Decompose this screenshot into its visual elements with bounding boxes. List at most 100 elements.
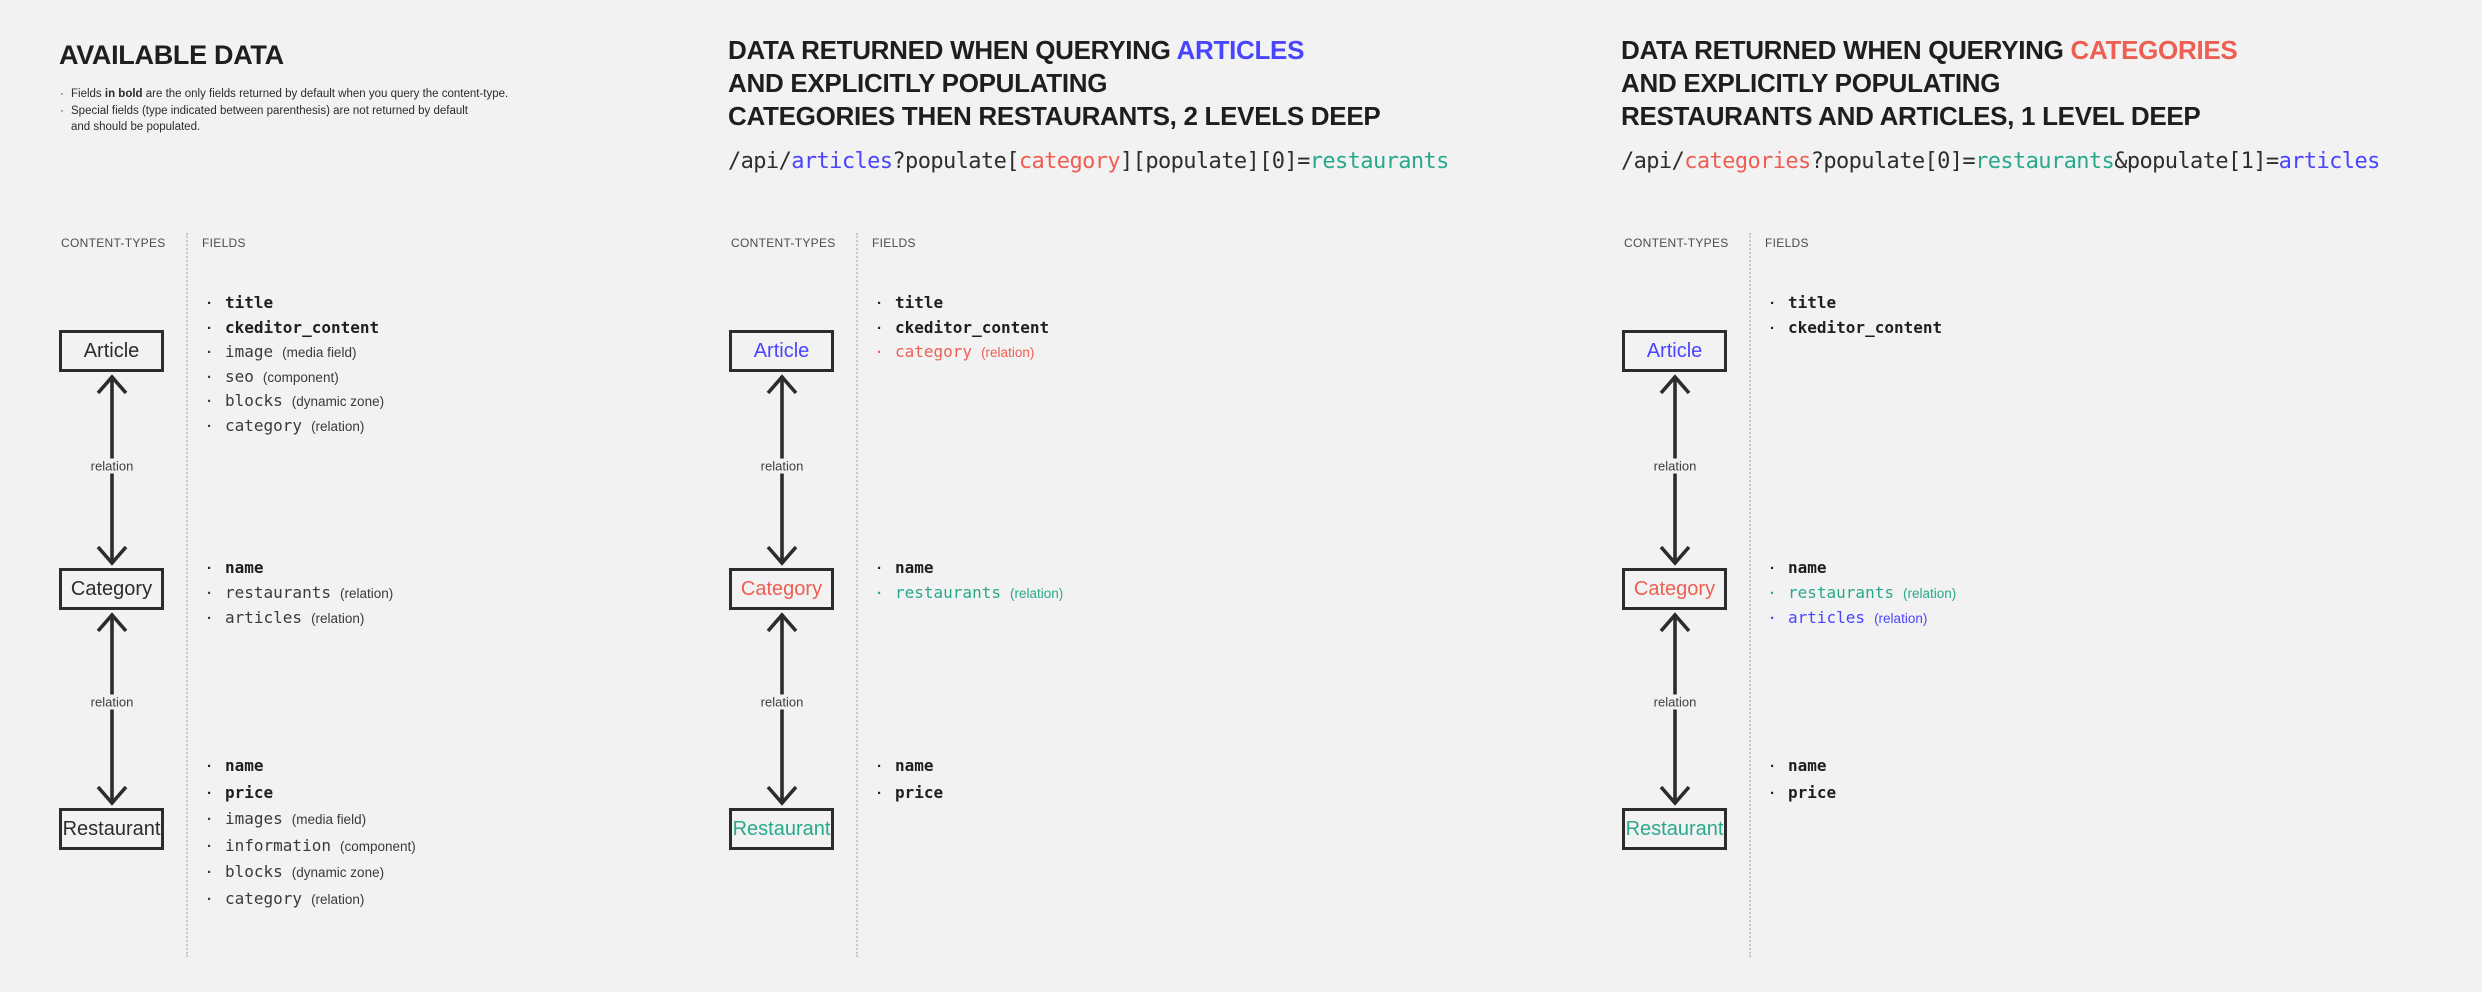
bullet-icon: ·: [60, 104, 64, 117]
restaurant-fields: ·name ·price: [877, 753, 943, 806]
bullet-icon: ·: [877, 319, 882, 337]
fields-label: FIELDS: [872, 236, 916, 250]
bullet-icon: ·: [1770, 610, 1775, 627]
field-name: price: [895, 782, 944, 802]
field-row: ·ckeditor_content: [207, 316, 384, 341]
field-row: ·category(relation): [207, 414, 384, 439]
field-type: (relation): [1902, 586, 1957, 601]
field-row: ·seo(component): [207, 365, 384, 390]
field-name: images: [225, 809, 283, 828]
field-name: price: [1788, 782, 1837, 802]
field-row: ·restaurants(relation): [877, 581, 1063, 606]
bullet-icon: ·: [207, 864, 212, 881]
field-type: (media field): [282, 345, 357, 360]
field-type: (dynamic zone): [291, 865, 385, 880]
bullet-icon: ·: [207, 393, 212, 410]
field-row: ·articles(relation): [1770, 606, 1956, 631]
content-types-label: CONTENT-TYPES: [61, 236, 166, 250]
field-name: articles: [225, 608, 303, 627]
field-name: restaurants: [895, 583, 1001, 602]
category-box: Category: [59, 568, 164, 610]
query-categories-column: DATA RETURNED WHEN QUERYING CATEGORIES A…: [1620, 0, 2475, 992]
field-name: title: [895, 293, 944, 312]
bullet-icon: ·: [207, 368, 212, 386]
bullet-icon: ·: [207, 319, 212, 337]
bullet-icon: ·: [60, 88, 64, 100]
fields-label: FIELDS: [202, 236, 246, 250]
category-box: Category: [729, 568, 834, 610]
field-type: (media field): [291, 812, 367, 827]
category-box: Category: [1622, 568, 1727, 610]
bullet-icon: ·: [207, 417, 212, 435]
field-name: information: [225, 835, 331, 855]
field-type: (relation): [311, 891, 365, 907]
field-type: (relation): [981, 345, 1035, 360]
heading-highlight: ARTICLES: [1176, 35, 1305, 65]
restaurant-fields: ·name · price: [1770, 753, 1836, 806]
field-name: price: [225, 782, 274, 802]
note-item: · Special fields (type indicated between…: [60, 103, 620, 136]
restaurant-box: Restaurant: [59, 808, 164, 850]
field-row: ·name: [877, 753, 943, 780]
field-row: · ckeditor_content: [1770, 316, 1942, 341]
api-path: /api/articles?populate[category][populat…: [728, 149, 1449, 174]
api-path: /api/categories?populate[0]=restaurants&…: [1621, 149, 2380, 174]
field-name: articles: [1788, 608, 1866, 627]
bullet-icon: ·: [1770, 295, 1775, 312]
field-row: ·name: [1770, 753, 1836, 780]
field-row: ·restaurants(relation): [1770, 581, 1956, 606]
field-name: restaurants: [1788, 583, 1894, 602]
article-box: Article: [59, 330, 164, 372]
content-types-label: CONTENT-TYPES: [1624, 236, 1729, 250]
bullet-icon: ·: [1770, 319, 1775, 337]
bullet-icon: ·: [207, 890, 212, 908]
field-name: name: [895, 558, 934, 577]
relation-label: relation: [87, 694, 137, 710]
relation-label: relation: [87, 458, 137, 474]
column-heading: DATA RETURNED WHEN QUERYING CATEGORIES A…: [1621, 35, 2238, 131]
notes-list: · Fields in bold are the only fields ret…: [60, 86, 620, 136]
field-name: image: [225, 342, 274, 361]
category-fields: ·name ·restaurants(relation): [877, 556, 1063, 606]
field-name: category: [895, 342, 973, 361]
field-row: ·image(media field): [207, 340, 384, 365]
field-row: ·restaurants(relation): [207, 581, 393, 606]
heading-highlight: CATEGORIES: [2070, 35, 2238, 65]
dotted-separator: [856, 233, 858, 957]
field-type: (component): [339, 838, 416, 854]
bullet-icon: ·: [207, 811, 212, 828]
field-row: · ckeditor_content: [877, 316, 1049, 341]
field-row: ·category(relation): [207, 886, 416, 913]
field-row: ·price: [877, 780, 943, 807]
field-row: ·name: [1770, 556, 1956, 581]
field-name: name: [1788, 558, 1827, 577]
bullet-icon: ·: [1770, 784, 1775, 802]
note-text: Special fields (type indicated between p…: [71, 104, 468, 134]
bullet-icon: ·: [877, 585, 882, 602]
field-row: ·name: [207, 753, 416, 780]
restaurant-fields: ·name ·price ·images(media field) ·infor…: [207, 753, 416, 912]
field-row: ·title: [877, 291, 1049, 316]
field-name: name: [225, 756, 264, 775]
bullet-icon: ·: [207, 610, 212, 627]
column-title: AVAILABLE DATA: [59, 40, 284, 70]
bullet-icon: ·: [877, 344, 882, 361]
field-name: ckeditor_content: [1788, 317, 1943, 337]
available-data-column: AVAILABLE DATA · Fields in bold are the …: [57, 0, 707, 992]
relation-label: relation: [757, 694, 807, 710]
bullet-icon: ·: [1770, 758, 1775, 775]
article-fields: · title ·ckeditor_content · image (media fi…: [207, 291, 384, 438]
field-name: ckeditor_content: [895, 317, 1050, 337]
fields-label: FIELDS: [1765, 236, 1809, 250]
bullet-icon: ·: [207, 784, 212, 802]
field-type: (component): [262, 369, 339, 385]
relation-label: relation: [1650, 458, 1700, 474]
column-heading: DATA RETURNED WHEN QUERYING ARTICLES AND…: [728, 35, 1381, 131]
field-name: title: [225, 293, 274, 312]
field-name: name: [225, 558, 264, 577]
field-type: (dynamic zone): [291, 394, 385, 409]
note-text: Fields in bold are the only fields retur…: [71, 88, 509, 100]
restaurant-box: Restaurant: [729, 808, 834, 850]
category-fields: ·name ·restaurants(relation) ·articles(r…: [1770, 556, 1956, 631]
